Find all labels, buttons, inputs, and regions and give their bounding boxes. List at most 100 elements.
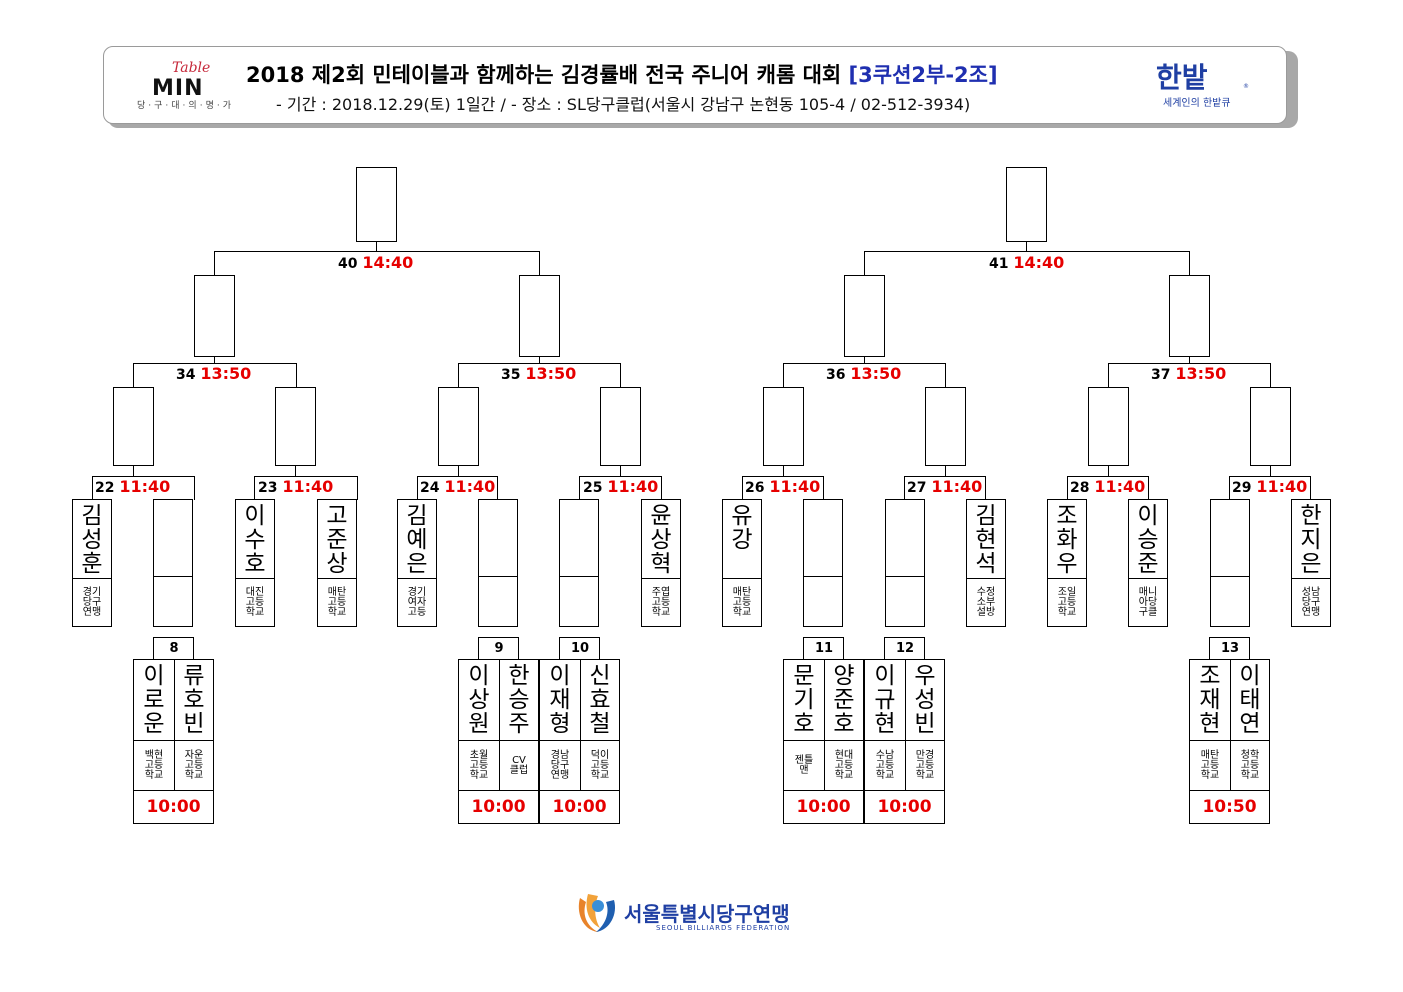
match-time: 11:40 bbox=[607, 477, 659, 496]
bracket-line bbox=[458, 466, 459, 477]
bracket-line bbox=[1270, 363, 1271, 388]
match-number: 22 bbox=[95, 480, 120, 496]
table-min-logo: MIN bbox=[152, 76, 204, 101]
match-time: 11:40 bbox=[931, 477, 983, 496]
bracket-line bbox=[539, 251, 540, 276]
match-number: 12 bbox=[895, 641, 915, 656]
match-label-34: 34 13:50 bbox=[176, 365, 251, 384]
match-label-37: 37 13:50 bbox=[1151, 365, 1226, 384]
bracket-line bbox=[783, 466, 784, 477]
bracket-line bbox=[904, 476, 986, 477]
federation-name-en: SEOUL BILLIARDS FEDERATION bbox=[656, 924, 791, 932]
match-number-box: 9 bbox=[478, 637, 519, 660]
semi-slot bbox=[844, 275, 885, 357]
match-time: 10:50 bbox=[1190, 790, 1269, 824]
table-min-logo-script: Table bbox=[172, 60, 211, 76]
bracket-line bbox=[497, 476, 498, 500]
bracket-line bbox=[864, 357, 865, 364]
empty-player-name-slot bbox=[885, 499, 925, 577]
bracket-line bbox=[1108, 466, 1109, 477]
match-number: 36 bbox=[826, 367, 851, 383]
match-label-28: 28 11:40 bbox=[1070, 477, 1146, 497]
bracket-line bbox=[539, 357, 540, 364]
bracket-line bbox=[133, 363, 134, 388]
match-label-27: 27 11:40 bbox=[907, 477, 983, 497]
match-number: 28 bbox=[1070, 480, 1095, 496]
bracket-line bbox=[417, 476, 418, 500]
bracket-line bbox=[620, 466, 621, 477]
quarter-slot bbox=[1088, 387, 1129, 466]
bracket-line bbox=[864, 251, 1190, 252]
semi-slot bbox=[194, 275, 235, 357]
match-time: 11:40 bbox=[444, 477, 496, 496]
match-time: 14:40 bbox=[362, 253, 414, 272]
bracket-line bbox=[296, 363, 297, 388]
table-min-caption: 당·구·대·의·명·가 bbox=[137, 101, 234, 111]
match-number: 8 bbox=[169, 641, 179, 656]
quarter-slot bbox=[1250, 387, 1291, 466]
federation-name: 서울특별시당구연맹 bbox=[624, 902, 790, 926]
header-panel bbox=[103, 46, 1287, 124]
quarter-slot bbox=[763, 387, 804, 466]
match-number: 35 bbox=[501, 367, 526, 383]
empty-player-name-slot bbox=[803, 499, 843, 577]
bracket-line bbox=[742, 476, 743, 500]
bracket-line bbox=[1229, 476, 1311, 477]
hanbat-registered-mark: ® bbox=[1243, 83, 1249, 90]
match-time: 10:00 bbox=[540, 790, 619, 824]
match-number: 9 bbox=[494, 641, 504, 656]
bracket-line bbox=[783, 363, 946, 364]
bracket-line bbox=[742, 476, 824, 477]
match-number: 10 bbox=[570, 641, 590, 656]
match-label-29: 29 11:40 bbox=[1232, 477, 1308, 497]
empty-player-aff-slot bbox=[1210, 576, 1250, 627]
bracket-line bbox=[823, 476, 824, 500]
group-label: [3쿠션2부-2조] bbox=[848, 63, 998, 87]
match-number: 34 bbox=[176, 367, 201, 383]
match-time: 11:40 bbox=[1094, 477, 1146, 496]
bracket-line bbox=[1067, 476, 1149, 477]
match-number-box: 13 bbox=[1209, 637, 1250, 660]
match-time: 11:40 bbox=[282, 477, 334, 496]
match-time: 10:00 bbox=[784, 790, 863, 824]
bracket-line bbox=[620, 363, 621, 388]
bracket-line bbox=[357, 476, 358, 500]
bracket-line bbox=[295, 466, 296, 477]
match-number: 40 bbox=[338, 256, 363, 272]
match-time: 11:40 bbox=[1256, 477, 1308, 496]
bracket-line bbox=[133, 466, 134, 477]
bracket-line bbox=[254, 476, 358, 477]
match-label-25: 25 11:40 bbox=[583, 477, 659, 497]
match-time: 10:00 bbox=[459, 790, 538, 824]
title-text: 2018 제2회 민테이블과 함께하는 김경률배 전국 주니어 캐롬 대회 bbox=[246, 63, 842, 87]
hanbat-logo: 한밭 bbox=[1156, 61, 1208, 94]
match-number: 25 bbox=[583, 480, 608, 496]
